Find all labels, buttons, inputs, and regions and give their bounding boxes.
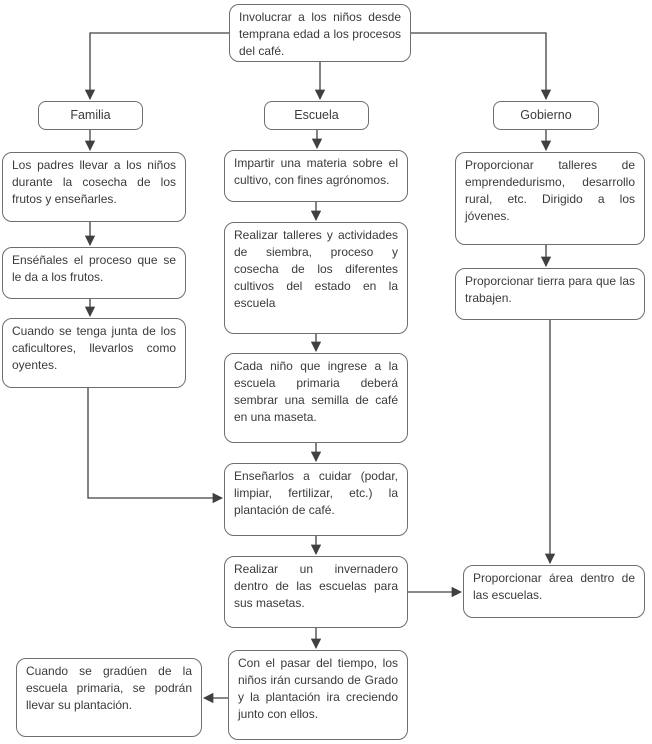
node-graduacion-llevar-plantacion: Cuando se gradúen de la escuela primaria… bbox=[16, 658, 202, 737]
node-escuela-invernadero: Realizar un invernadero dentro de las es… bbox=[224, 556, 408, 628]
edge-root-familia bbox=[84, 32, 230, 101]
node-gobierno-talleres-emprendedurismo: Proporcionar talleres de emprendedurismo… bbox=[455, 152, 645, 245]
node-escuela-materia-cultivo: Impartir una materia sobre el cultivo, c… bbox=[224, 150, 408, 202]
node-familia-junta-caficultores: Cuando se tenga junta de los caficultore… bbox=[2, 318, 186, 388]
node-familia-proceso-frutos: Enséñales el proceso que se le da a los … bbox=[2, 247, 186, 299]
node-header-gobierno: Gobierno bbox=[493, 101, 599, 130]
edge-f3-e4 bbox=[87, 388, 224, 504]
node-header-escuela: Escuela bbox=[264, 101, 369, 130]
node-familia-cosecha: Los padres llevar a los niños durante la… bbox=[2, 152, 186, 222]
node-gobierno-tierra: Proporcionar tierra para que las trabaje… bbox=[455, 268, 645, 320]
node-escuela-semilla-cafe: Cada niño que ingrese a la escuela prima… bbox=[224, 353, 408, 443]
edge-root-gobierno bbox=[410, 32, 552, 101]
node-root-involucrar: Involucrar a los niños desde temprana ed… bbox=[229, 4, 411, 62]
node-escuela-talleres-siembra: Realizar talleres y actividades de siemb… bbox=[224, 222, 408, 334]
node-header-familia: Familia bbox=[38, 101, 143, 130]
node-gobierno-area-escuelas: Proporcionar área dentro de las escuelas… bbox=[463, 565, 645, 618]
node-escuela-cuidar-plantacion: Enseñarlos a cuidar (podar, limpiar, fer… bbox=[224, 463, 408, 536]
node-escuela-plantacion-crece: Con el pasar del tiempo, los niños irán … bbox=[228, 650, 408, 740]
